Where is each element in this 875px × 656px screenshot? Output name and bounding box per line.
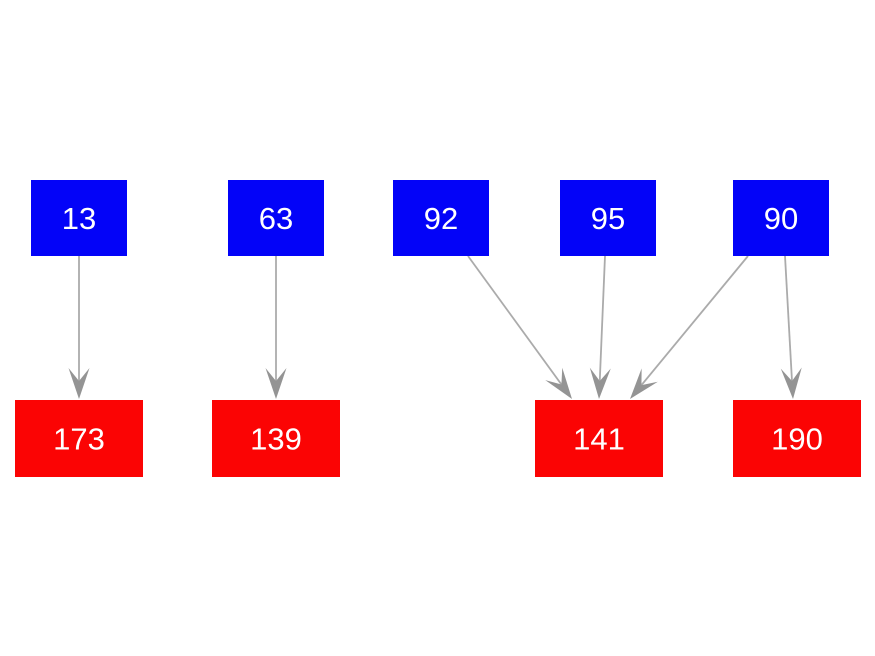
node-141: 141 [535, 400, 663, 477]
edge-95-141 [589, 255, 611, 399]
arrowhead-icon [265, 368, 287, 399]
edge-13-173 [68, 256, 90, 399]
node-label: 141 [573, 422, 625, 457]
node-box [228, 180, 324, 256]
edge-90-141 [630, 255, 749, 399]
edge-line [784, 255, 793, 382]
node-box [535, 400, 663, 477]
arrowhead-icon [589, 367, 611, 399]
node-92: 92 [393, 180, 489, 256]
node-90: 90 [733, 180, 829, 256]
node-label: 63 [259, 201, 293, 236]
arrowhead-icon [630, 368, 658, 399]
node-label: 95 [591, 201, 625, 236]
edge-63-139 [265, 256, 287, 399]
node-label: 13 [62, 201, 96, 236]
node-box [560, 180, 656, 256]
arrowhead-icon [68, 368, 90, 399]
arrowhead-icon [545, 367, 572, 399]
node-139: 139 [212, 400, 340, 477]
edge-92-141 [467, 255, 572, 399]
node-190: 190 [733, 400, 861, 477]
edge-line [467, 255, 563, 385]
node-63: 63 [228, 180, 324, 256]
arrowhead-icon [780, 367, 802, 399]
node-label: 90 [764, 201, 798, 236]
node-label: 190 [771, 422, 823, 457]
node-13: 13 [31, 180, 127, 256]
node-label: 173 [53, 422, 105, 457]
node-173: 173 [15, 400, 143, 477]
node-label: 92 [424, 201, 458, 236]
node-box [31, 180, 127, 256]
edge-line [640, 255, 749, 386]
node-95: 95 [560, 180, 656, 256]
edge-90-190 [780, 255, 802, 399]
edge-line [598, 255, 606, 382]
node-box [15, 400, 143, 477]
node-box [733, 400, 861, 477]
node-box [212, 400, 340, 477]
node-label: 139 [250, 422, 302, 457]
node-box [393, 180, 489, 256]
node-box [733, 180, 829, 256]
